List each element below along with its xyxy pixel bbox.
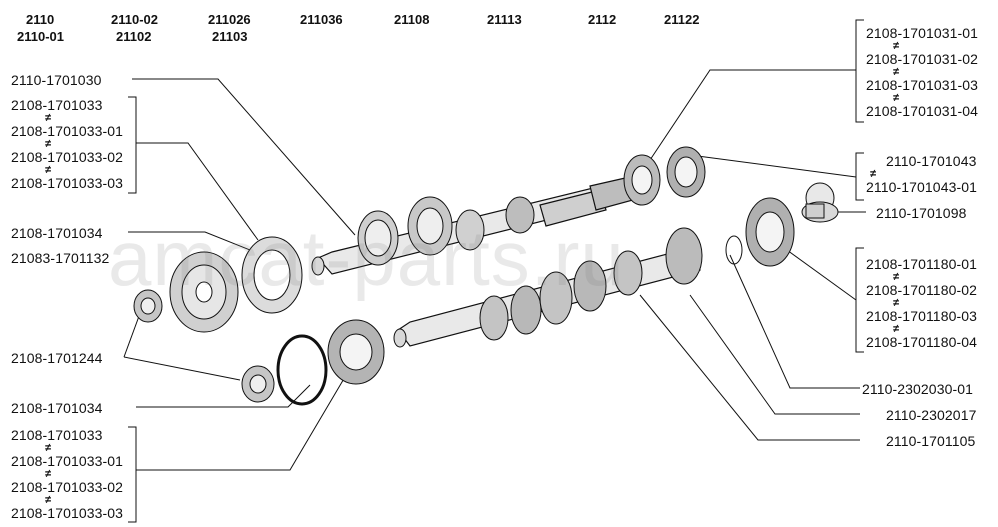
alternative-symbol: ≠ <box>45 164 52 176</box>
alternative-symbol: ≠ <box>893 297 900 309</box>
part-label[interactable]: 2108-1701034 <box>11 225 103 241</box>
alternative-symbol: ≠ <box>893 66 900 78</box>
part-label[interactable]: 2108-1701180-01 <box>866 256 978 272</box>
model-code: 2110 <box>26 12 55 27</box>
part-label[interactable]: 2108-1701034 <box>11 400 103 416</box>
part-label[interactable]: 2110-1701105 <box>886 433 976 449</box>
part-label[interactable]: 2110-1701030 <box>11 72 102 88</box>
model-code: 21113 <box>487 12 522 27</box>
part-label[interactable]: 2108-1701033-01 <box>11 123 124 139</box>
model-code: 211026 <box>208 12 251 27</box>
alternative-symbol: ≠ <box>45 112 52 124</box>
part-label[interactable]: 21083-1701132 <box>11 250 110 266</box>
model-code: 21102 <box>116 29 152 44</box>
alternative-symbol: ≠ <box>893 271 900 283</box>
part-label[interactable]: 2110-1701043-01 <box>866 179 978 195</box>
part-label[interactable]: 2108-1701033 <box>11 97 103 113</box>
part-label[interactable]: 2108-1701033 <box>11 427 103 443</box>
part-label[interactable]: 2110-2302017 <box>886 407 977 423</box>
model-code: 211036 <box>300 12 343 27</box>
part-label[interactable]: 2108-1701244 <box>11 350 103 366</box>
model-code: 2110-01 <box>17 29 64 44</box>
alternative-symbol: ≠ <box>45 494 52 506</box>
alternative-symbol: ≠ <box>893 40 900 52</box>
model-code: 2112 <box>588 12 617 27</box>
part-label[interactable]: 2108-1701031-03 <box>866 77 979 93</box>
part-label[interactable]: 2108-1701033-02 <box>11 479 124 495</box>
alternative-symbol: ≠ <box>45 468 52 480</box>
part-label[interactable]: 2108-1701031-02 <box>866 51 979 67</box>
part-label[interactable]: 2108-1701033-03 <box>11 175 124 191</box>
alternative-symbol: ≠ <box>45 442 52 454</box>
part-label[interactable]: 2108-1701033-03 <box>11 505 124 521</box>
part-label[interactable]: 2108-1701180-04 <box>866 334 978 350</box>
part-label[interactable]: 2108-1701180-03 <box>866 308 978 324</box>
model-code: 21103 <box>212 29 248 44</box>
part-label[interactable]: 2110-1701098 <box>876 205 967 221</box>
alternative-symbol: ≠ <box>893 92 900 104</box>
part-label[interactable]: 2108-1701031-04 <box>866 103 979 119</box>
alternative-symbol: ≠ <box>870 168 877 180</box>
part-label[interactable]: 2108-1701033-02 <box>11 149 124 165</box>
part-label[interactable]: 2108-1701180-02 <box>866 282 978 298</box>
model-code: 21122 <box>664 12 700 27</box>
part-label[interactable]: 2108-1701033-01 <box>11 453 124 469</box>
alternative-symbol: ≠ <box>893 323 900 335</box>
part-label[interactable]: 2110-1701043 <box>886 153 977 169</box>
model-code: 2110-02 <box>111 12 158 27</box>
model-code: 21108 <box>394 12 430 27</box>
part-label[interactable]: 2110-2302030-01 <box>862 381 974 397</box>
part-label[interactable]: 2108-1701031-01 <box>866 25 979 41</box>
alternative-symbol: ≠ <box>45 138 52 150</box>
